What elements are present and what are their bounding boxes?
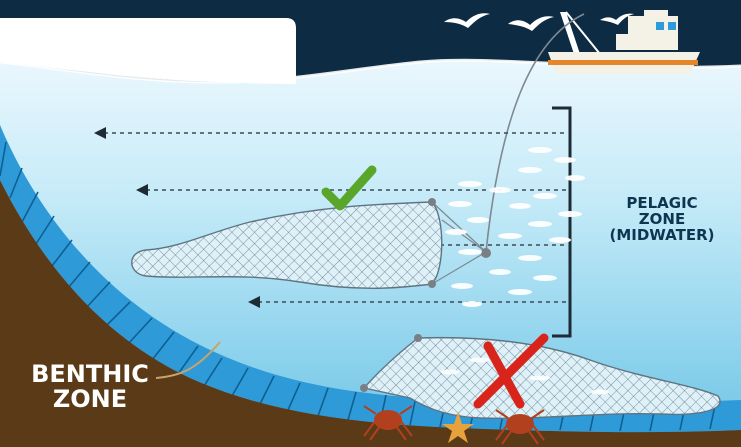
midwater-trawl-net xyxy=(131,198,443,289)
benthic-zone-label: BENTHIC ZONE xyxy=(20,360,160,414)
benthic-label-line1: BENTHIC xyxy=(31,360,149,388)
benthic-label-line2: ZONE xyxy=(52,385,128,414)
midwater-connector xyxy=(481,248,491,258)
fishing-boat-icon xyxy=(548,10,700,74)
seagull-icon xyxy=(444,13,634,31)
midwater-bridles xyxy=(431,201,487,285)
starfish-icon xyxy=(442,412,474,443)
red-x-icon xyxy=(473,333,549,409)
pelagic-label-line2: ZONE xyxy=(638,209,686,228)
benthic-pointer-line xyxy=(155,341,221,379)
overlay-panel xyxy=(0,18,296,84)
green-checkmark-icon xyxy=(321,165,377,211)
pelagic-zone-label: PELAGIC ZONE (MIDWATER) xyxy=(592,194,732,244)
fish-school xyxy=(445,147,585,307)
seabed-stripe-band xyxy=(0,125,741,433)
bottom-net-fish xyxy=(441,357,609,395)
crab-icon xyxy=(495,409,545,445)
crab-icon xyxy=(363,405,413,441)
seabed-ground xyxy=(0,180,741,447)
pelagic-zone-bracket xyxy=(552,106,572,338)
midwater-tow-line xyxy=(485,13,585,253)
pelagic-label-line1: PELAGIC xyxy=(626,194,698,212)
pelagic-label-line3: (MIDWATER) xyxy=(609,225,715,244)
